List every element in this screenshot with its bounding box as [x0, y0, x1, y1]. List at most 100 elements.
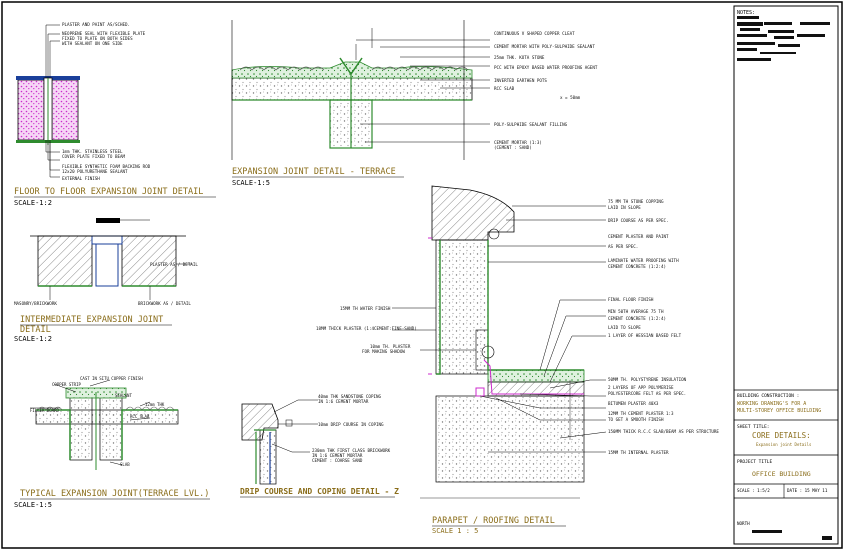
terrace-note: POLY-SULPHIDE SEALANT FILLING	[494, 122, 568, 127]
intermediate-note: PLASTER AS / DETAIL	[150, 262, 198, 267]
building-value-1: WORKING DRAWING'S FOR A	[737, 401, 806, 407]
parapet-note-right: 15MM TH INTERNAL PLASTER	[608, 450, 669, 455]
parapet-drip-circle	[488, 228, 500, 240]
parapet-detail: 75 MM TH STONE COPPING LAID IN SLOPE DRI…	[316, 185, 719, 535]
north-label: NORTH	[737, 521, 750, 526]
title-block-frame	[733, 5, 839, 545]
intermediate-wall-right	[121, 235, 177, 287]
parapet-scale: SCALE 1 : 5	[432, 527, 478, 535]
terrace-title: EXPANSION JOINT DETAIL - TERRACE	[232, 167, 396, 177]
parapet-note-right: 75 MM TH STONE COPPING	[608, 199, 664, 204]
parapet-slab	[435, 395, 585, 483]
intermediate-plate	[91, 235, 123, 245]
project-label: PROJECT TITLE	[737, 459, 773, 465]
parapet-magenta-marker	[475, 387, 485, 397]
floor-joint-detail: PLASTER AND PAINT AS/SCHED. NEOPRENE SEA…	[14, 22, 216, 207]
typical-upstand-right	[99, 395, 123, 461]
drip-coping	[241, 403, 279, 441]
date-label: DATE : 15 MAY 11	[787, 488, 828, 493]
floor-joint-note: FIXED TO PLATE ON BOTH SIDES	[62, 36, 133, 41]
building-label: BUILDING CONSTRUCTION :	[737, 393, 799, 399]
parapet-magenta-line	[428, 237, 584, 395]
parapet-corner-circle	[481, 345, 495, 359]
typical-pots	[37, 406, 175, 411]
intermediate-gap	[95, 243, 119, 287]
drip-note: 10mm DRIP COURSE IN COPING	[318, 422, 384, 427]
typical-joint-detail: CAST IN SITU COPPER FINISH COPPER STRIP …	[14, 376, 210, 509]
parapet-coping	[431, 185, 515, 241]
drip-note: CEMENT : COARSE SAND	[312, 458, 363, 463]
sheet-subtitle: Expansion joint Details	[756, 442, 812, 447]
floor-joint-title: FLOOR TO FLOOR EXPANSION JOINT DETAIL	[14, 187, 203, 197]
drip-marker	[285, 419, 293, 427]
intermediate-title-2: DETAIL	[20, 325, 51, 335]
parapet-note-right: LAID IN SLOPE	[608, 205, 641, 210]
typical-note: SLAB	[120, 462, 130, 467]
intermediate-cap	[96, 218, 120, 223]
parapet-note-right: CEMENT PLASTER AND PAINT	[608, 234, 669, 239]
parapet-green-line	[436, 240, 584, 375]
floor-joint-scale: SCALE-1:2	[14, 199, 52, 207]
drip-course-detail: 40mm THK SANDSTONE COPING IN 1:6 CEMENT …	[240, 394, 399, 498]
drip-note: IN 1:6 CEMENT MORTAR	[312, 453, 363, 458]
terrace-note: CONTINUOUS V SHAPED COPPER CLEAT	[494, 31, 575, 36]
floor-joint-note: FLEXIBLE SYNTHETIC FOAM BACKING ROD	[62, 164, 151, 169]
terrace-joint-detail: CONTINUOUS V SHAPED COPPER CLEAT CEMENT …	[231, 20, 598, 187]
parapet-note-right: 12MM TH CEMENT PLASTER 1:3	[608, 411, 674, 416]
terrace-note: CEMENT MORTAR (1:3)	[494, 140, 542, 145]
terrace-dim-label: x = 50mm	[560, 95, 581, 100]
parapet-insulation	[487, 381, 585, 397]
drip-note: IN 1:6 CEMENT MORTAR	[318, 399, 369, 404]
drip-title: DRIP COURSE AND COPING DETAIL - Z	[240, 487, 399, 496]
terrace-note: RCC SLAB	[494, 86, 515, 91]
terrace-slab	[231, 77, 473, 101]
parapet-note-right: DRIP COURSE AS PER SPEC.	[608, 218, 669, 223]
parapet-note-right: AS PER SPEC.	[608, 244, 638, 249]
parapet-note-right: 150MM THICK R.C.C SLAB/BEAM AS PER STRUC…	[608, 429, 719, 434]
building-value-2: MULTI-STOREY OFFICE BUILDING	[737, 408, 821, 414]
drip-note: 40mm THK SANDSTONE COPING	[318, 394, 382, 399]
parapet-note-right: CEMENT CONCRETE (1:2:4)	[608, 316, 666, 321]
project-title: OFFICE BUILDING	[752, 470, 811, 478]
typical-note: SEALANT	[115, 393, 132, 398]
typical-title: TYPICAL EXPANSION JOINT(TERRACE LVL.)	[20, 489, 209, 499]
parapet-note-right: TO GET A SMOOTH FINISH	[608, 417, 664, 422]
parapet-note-left: 18MM THICK PLASTER (1:4CEMENT:FINE-SAND)	[316, 326, 417, 331]
terrace-note: 25mm THK. KOTA STONE	[494, 55, 545, 60]
floor-joint-note: PLASTER AND PAINT AS/SCHED.	[62, 22, 130, 27]
terrace-scale: SCALE-1:5	[232, 179, 270, 187]
intermediate-scale: SCALE-1:2	[14, 335, 52, 343]
sheet-title: CORE DETAILS:	[752, 431, 811, 440]
typical-note: RCC SLAB	[130, 414, 150, 419]
floor-joint-note: NEOPRENE SEAL WITH FLEXIBLE PLATE	[62, 31, 146, 36]
typical-note: CAST IN SITU COPPER FINISH	[80, 376, 143, 381]
parapet-note-right: LAMINATE WATER PROOFING WITH	[608, 258, 679, 263]
typical-scale: SCALE-1:5	[14, 501, 52, 509]
typical-note: COPPER STRIP	[52, 382, 81, 387]
parapet-title: PARAPET / ROOFING DETAIL	[432, 516, 555, 526]
title-block: NOTES: BUILDING CONSTRUCTION : WORKING D…	[733, 5, 839, 545]
typical-green-layer	[36, 409, 178, 460]
floor-joint-wall-right	[51, 79, 79, 141]
parapet-skirting	[475, 329, 489, 371]
parapet-note-right: 50MM TH. POLYSTYRENE INSULATION	[608, 377, 687, 382]
parapet-note-right: BITUMEN PLASTER 40X3	[608, 401, 659, 406]
parapet-note-right: 1 LAYER OF HESSIAN BASED FELT	[608, 333, 682, 338]
floor-joint-note: 1mm THK. STAINLESS STEEL	[62, 149, 123, 154]
floor-joint-note: EXTERNAL FINISH	[62, 176, 100, 181]
intermediate-joint-detail: PLASTER AS / DETAIL MASONRY/BRICKWORK BR…	[14, 218, 198, 343]
parapet-note-right: MIN 50TH AVERAGE 75 TH	[608, 309, 664, 314]
terrace-pots	[239, 66, 469, 71]
sheet-title-label: SHEET TITLE:	[737, 424, 770, 430]
scale-label: SCALE : 1:5/2	[737, 488, 770, 493]
parapet-note-right: LAID TO SLOPE	[608, 325, 641, 330]
parapet-note-right: FINAL FLOOR FINISH	[608, 297, 654, 302]
typical-note: FILLER BOARD	[30, 408, 59, 413]
terrace-note: INVERTED EARTHEN POTS	[494, 78, 547, 83]
floor-joint-note: COVER PLATE FIXED TO BEAM	[62, 154, 126, 159]
typical-upstand-left	[69, 395, 93, 461]
drip-green-face	[254, 429, 276, 484]
intermediate-wall-left	[37, 235, 93, 287]
